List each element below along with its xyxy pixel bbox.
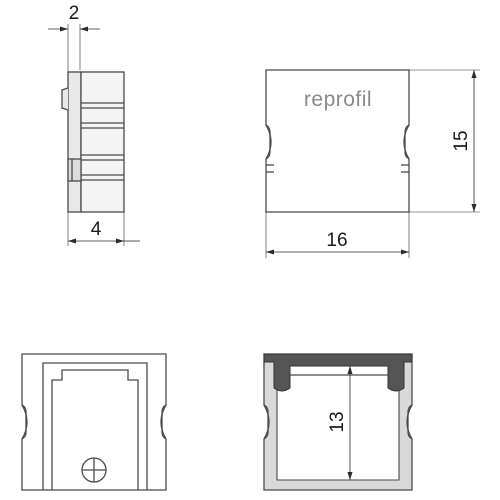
side-view-body: [61, 71, 125, 213]
dim-bottom-label: 4: [91, 219, 102, 240]
cap-section: [21, 353, 167, 491]
dim-top-label: 2: [69, 3, 80, 24]
dim-width-label: 16: [326, 230, 347, 251]
front-view: reprofil 16 15: [265, 69, 480, 258]
profile-section: 13: [263, 353, 413, 491]
dim-inner-height-label: 13: [327, 411, 348, 432]
logo-text: reprofil: [304, 88, 372, 111]
side-view: 2 4: [48, 3, 140, 246]
dim-height-label: 15: [451, 130, 472, 151]
